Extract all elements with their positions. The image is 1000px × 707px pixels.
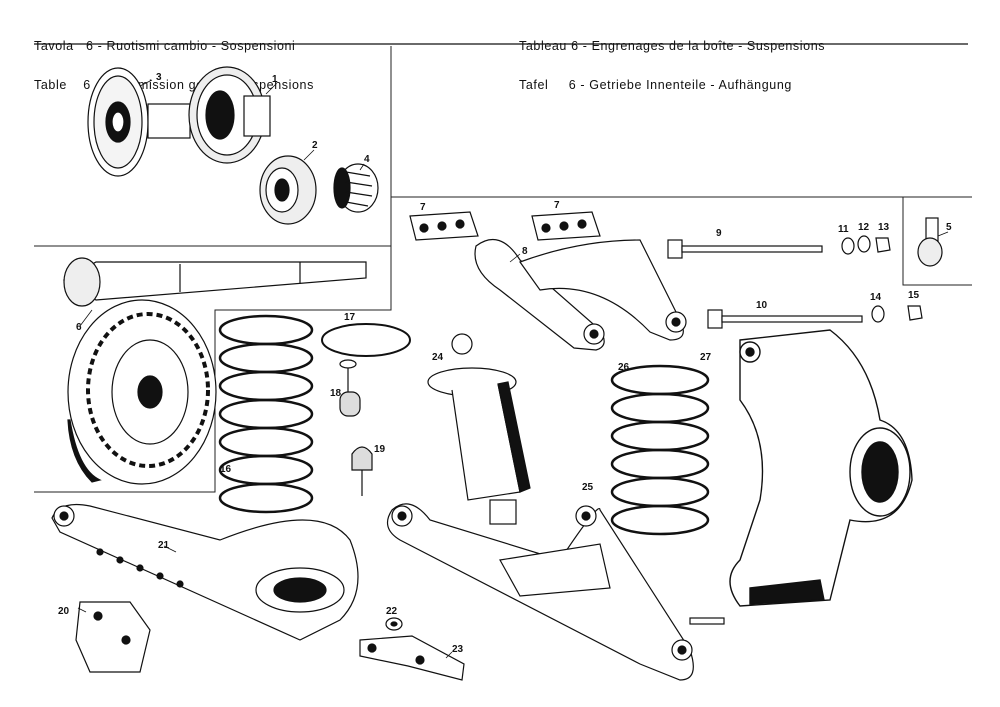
- header-title: Getriebe Innenteile - Aufhängung: [589, 78, 792, 92]
- part-number-label: 15: [908, 290, 920, 301]
- upper-arm-part-8: [474, 238, 687, 351]
- worm-part-4: [333, 163, 379, 213]
- table-number: 6: [571, 39, 579, 53]
- part-number-label: 13: [878, 222, 890, 233]
- border-part5: [902, 197, 972, 286]
- link-part-23: [359, 635, 465, 681]
- part-number-label: 4: [364, 154, 370, 165]
- part-number-label: 5: [946, 222, 952, 233]
- pinion-shaft-part-6: [62, 257, 367, 307]
- lower-arm-part-21: [51, 503, 359, 641]
- part-number-label: 19: [374, 444, 386, 455]
- bracket-part-7b: [531, 211, 601, 241]
- header-line-german: Tafel 6 - Getriebe Innenteile - Aufhängu…: [519, 78, 792, 92]
- part-number-label: 23: [452, 644, 464, 655]
- header-line-italian: Tavola 6 - Ruotismi cambio - Sospensioni: [34, 39, 296, 53]
- lang-label: Tavola: [34, 39, 74, 53]
- part-labels: 1 2 3 4 5 6 7 7 8 9 10 11 12 13 14 15 16…: [58, 72, 952, 655]
- part-number-label: 8: [522, 246, 528, 257]
- part-number-label: 26: [618, 362, 630, 373]
- bump-stop-part-18: [339, 359, 361, 417]
- spring-part-26: [610, 364, 710, 536]
- washers-11-15: [841, 235, 923, 323]
- lang-label: Tafel: [519, 78, 549, 92]
- part-number-label: 14: [870, 292, 882, 303]
- part-number-label: 6: [76, 322, 82, 333]
- part-number-label: 9: [716, 228, 722, 239]
- part-number-label: 10: [756, 300, 768, 311]
- border-left-panel: [34, 46, 392, 493]
- part-number-label: 25: [582, 482, 594, 493]
- bracket-part-20: [75, 601, 151, 673]
- part-number-label: 7: [554, 200, 560, 211]
- bolt-part-10: [707, 309, 863, 329]
- lower-arm-part-25: [386, 503, 725, 681]
- lang-label: Table: [34, 78, 67, 92]
- part-number-label: 7: [420, 202, 426, 213]
- header-title: Ruotismi cambio - Sospensioni: [106, 39, 296, 53]
- part-number-label: 16: [220, 464, 232, 475]
- bolt-part-9: [667, 239, 823, 259]
- part-number-label: 20: [58, 606, 70, 617]
- bushing-part-22: [385, 617, 403, 631]
- bracket-part-7a: [409, 211, 479, 241]
- table-number: 6: [83, 78, 91, 92]
- part-number-label: 2: [312, 140, 318, 151]
- part-number-label: 27: [700, 352, 712, 363]
- header-title: Engrenages de la boîte - Suspensions: [591, 39, 826, 53]
- part-number-label: 24: [432, 352, 444, 363]
- hub-carrier-part-27: [729, 329, 913, 607]
- part-number-label: 3: [156, 72, 162, 83]
- bump-stop-part-19: [351, 446, 373, 496]
- gear-part-2: [259, 155, 317, 225]
- spring-part-16: [218, 314, 314, 514]
- part-number-label: 1: [272, 74, 278, 85]
- part-number-label: 18: [330, 388, 342, 399]
- header-line-french: Tableau 6 - Engrenages de la boîte - Sus…: [519, 39, 826, 53]
- part-number-label: 21: [158, 540, 170, 551]
- shock-absorber-part-24: [427, 333, 531, 525]
- leader-lines: [77, 79, 949, 659]
- crown-wheel-part-6: [67, 299, 217, 485]
- gear-part-3: [87, 67, 191, 177]
- part-number-label: 22: [386, 606, 398, 617]
- lang-label: Tableau: [519, 39, 567, 53]
- header-right: Tableau 6 - Engrenages de la boîte - Sus…: [519, 14, 825, 105]
- part-number-label: 11: [838, 224, 849, 235]
- gear-part-1: [188, 66, 271, 164]
- table-number: 6: [85, 39, 94, 53]
- table-number: 6: [568, 78, 577, 92]
- part-number-label: 17: [344, 312, 356, 323]
- section-borders: [34, 46, 972, 493]
- part-number-label: 12: [858, 222, 870, 233]
- pinion-part-5: [917, 217, 943, 267]
- ring-part-17: [321, 323, 411, 357]
